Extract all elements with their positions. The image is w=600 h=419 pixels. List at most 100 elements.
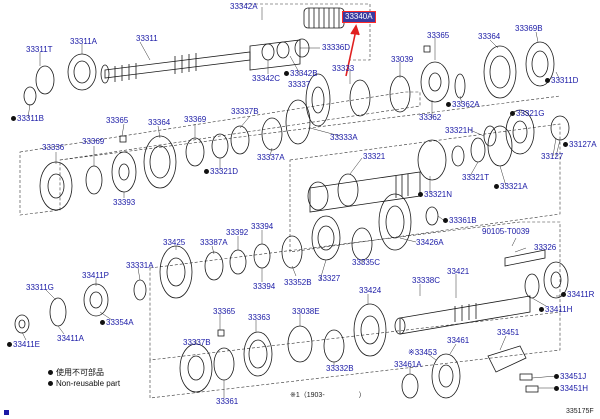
part-label: 33451J (560, 372, 587, 381)
nonreusable-dot-icon (554, 374, 559, 380)
highlight-arrow (345, 24, 360, 77)
part-label: 33411P (82, 271, 109, 280)
part-label: 33364 (148, 118, 171, 127)
nonreusable-dot-icon (100, 320, 105, 326)
part-label: 33321H (445, 126, 474, 135)
part-label: 33424 (359, 286, 382, 295)
part-label: 33331A (126, 261, 154, 270)
footnote-end: ） (358, 392, 366, 399)
part-label: 33311T (26, 45, 53, 54)
part-label: 33326 (534, 243, 557, 252)
nonreusable-dot-icon (510, 111, 515, 117)
part-label-nonreusable: 33361B (443, 216, 477, 225)
part-label: 33333A (330, 133, 358, 142)
nonreusable-dot-icon (539, 307, 544, 313)
nonreusable-dot-icon (204, 169, 209, 175)
part-label: 33333 (332, 64, 355, 73)
part-label-nonreusable: 33451H (554, 384, 588, 393)
nonreusable-dot-icon (563, 142, 568, 148)
part-label: 33327 (318, 274, 341, 283)
part-label: 33387A (200, 238, 228, 247)
part-label: 33321 (363, 152, 386, 161)
group-outlines (19, 3, 561, 399)
nonreusable-dot-icon (48, 370, 53, 376)
part-label: ※33453 (408, 348, 437, 357)
part-label: 33421 (447, 267, 470, 276)
highlighted-part-label[interactable]: 33340A (342, 11, 376, 23)
part-label-nonreusable: 33342B (284, 69, 318, 78)
part-label-nonreusable: 33451J (554, 372, 586, 381)
part-label: 33365 (213, 307, 236, 316)
part-label-nonreusable: 33411E (7, 340, 40, 349)
part-label: 33411E (13, 340, 40, 349)
part-label: 33411R (567, 290, 595, 299)
part-label: 33311G (26, 283, 54, 292)
legend-text: 使用不可部品 (56, 368, 104, 377)
part-label: 33337B (183, 338, 211, 347)
part-label-nonreusable: 33411R (561, 290, 594, 299)
part-label: 33411A (57, 334, 84, 343)
part-label: 33425 (163, 238, 186, 247)
part-label: 33335C (352, 258, 381, 267)
footnote-text: ※1（1903- (290, 392, 325, 399)
part-label: 33354A (106, 318, 134, 327)
part-label: 33321T (462, 173, 490, 182)
nonreusable-dot-icon (418, 192, 423, 198)
part-label: 33394 (253, 282, 276, 291)
part-label: 33311D (551, 76, 579, 85)
part-label-nonreusable: 33411H (539, 305, 572, 314)
part-label: 33127A (569, 140, 597, 149)
footnote: ※1（1903- ） (290, 391, 366, 400)
part-label: 33332B (326, 364, 354, 373)
nonreusable-dot-icon (561, 292, 566, 298)
nonreusable-dot-icon (7, 342, 12, 348)
part-label: 33337B (231, 107, 259, 116)
part-label: 33321G (516, 109, 545, 118)
part-label: 33338C (412, 276, 441, 285)
part-label-nonreusable: 33354A (100, 318, 134, 327)
part-label: 33364 (478, 32, 501, 41)
part-label: 33311B (17, 114, 44, 123)
part-label: 33342C (252, 74, 281, 83)
part-label: 33321N (424, 190, 453, 199)
part-label: 33337A (257, 153, 285, 162)
part-label-nonreusable: 33321G (510, 109, 544, 118)
part-label: 33336D (322, 43, 351, 52)
part-label: 33361B (449, 216, 477, 225)
nonreusable-dot-icon (494, 184, 499, 190)
part-label: 33342A (230, 2, 258, 11)
part-label: 33362A (452, 100, 480, 109)
part-label-nonreusable: 33321N (418, 190, 452, 199)
part-label-nonreusable: 33362A (446, 100, 480, 109)
part-label: 33365 (427, 31, 450, 40)
needle-bearing-33340A (303, 7, 345, 29)
output-shaft (394, 295, 531, 335)
part-label: 33451H (560, 384, 589, 393)
part-label: 33039 (391, 55, 414, 64)
part-label: 33369 (184, 115, 207, 124)
part-label: 33365 (106, 116, 129, 125)
part-label-nonreusable: 33311B (11, 114, 44, 123)
part-label: 33363 (248, 313, 271, 322)
part-label: 33311 (136, 34, 158, 43)
part-label: 33352B (284, 278, 312, 287)
part-label-nonreusable: 33321D (204, 167, 238, 176)
legend-item-jp: 使用不可部品 (48, 368, 104, 378)
part-label: 33342B (290, 69, 318, 78)
corner-mark (4, 410, 9, 415)
part-label: 90105-T0039 (482, 227, 530, 236)
part-label: 33411H (545, 305, 573, 314)
part-label: 33336 (42, 143, 65, 152)
nonreusable-dot-icon (443, 218, 448, 224)
part-label: 33311A (70, 37, 97, 46)
part-label: 33451 (497, 328, 520, 337)
part-label: 33461A (394, 360, 422, 369)
part-label: 33321A (500, 182, 528, 191)
nonreusable-dot-icon (11, 116, 16, 122)
nonreusable-dot-icon (48, 381, 53, 387)
nonreusable-dot-icon (284, 71, 289, 77)
part-label: 33369B (515, 24, 543, 33)
part-label: 33393 (113, 198, 136, 207)
